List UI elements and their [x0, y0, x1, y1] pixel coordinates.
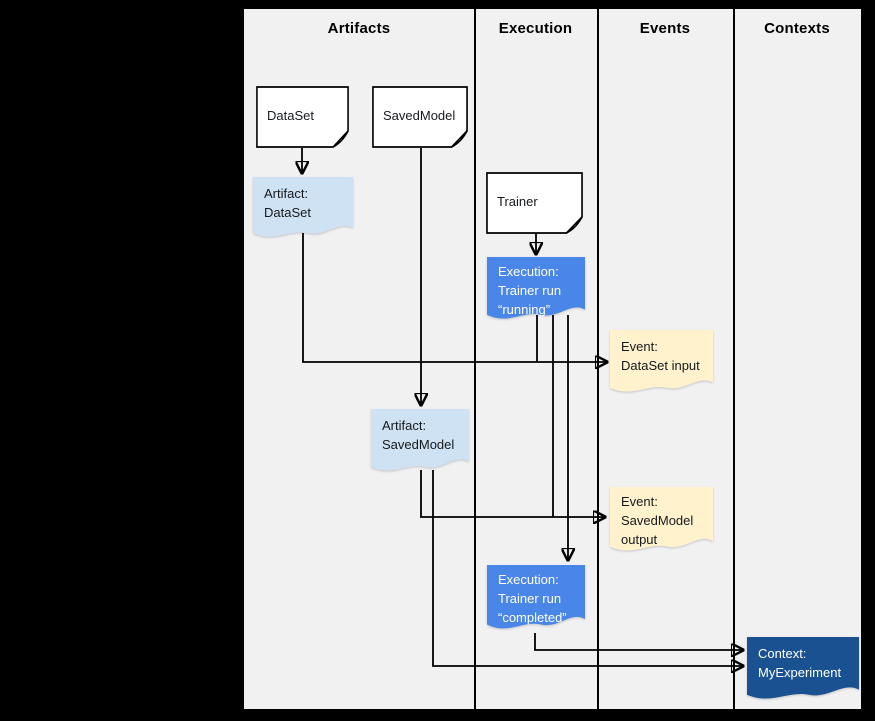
column-header-label: Contexts [764, 20, 830, 37]
document-shape [610, 487, 713, 551]
column-divider-events-contexts [733, 9, 735, 709]
document-shape [371, 409, 469, 471]
node-label: Trainer [497, 194, 538, 209]
node-label: “running” [498, 302, 551, 317]
node-artifact-dataset: Artifact: DataSet [253, 177, 353, 241]
node-context-myexperiment: Context: MyExperiment [747, 637, 859, 703]
document-shape [747, 637, 859, 699]
node-label: Event: [621, 339, 658, 354]
node-label: “completed” [498, 610, 567, 625]
column-header-artifacts: Artifacts [244, 20, 474, 37]
node-event-dataset-input: Event: DataSet input [610, 330, 713, 396]
node-label: Trainer run [498, 591, 562, 606]
node-execution-running: Execution: Trainer run “running” [487, 257, 585, 323]
column-header-contexts: Contexts [733, 20, 861, 37]
folded-corner [451, 130, 468, 148]
arrow-artifact-dataset-to-event-input [302, 233, 607, 362]
node-label: Trainer run [498, 283, 562, 298]
node-label: Artifact: [382, 418, 427, 433]
node-execution-completed: Execution: Trainer run “completed” [487, 565, 585, 633]
node-label: Context: [758, 646, 807, 661]
column-header-events: Events [597, 20, 733, 37]
node-dataset: DataSet [256, 86, 349, 148]
node-label: SavedModel [382, 437, 455, 452]
node-label: DataSet input [621, 358, 700, 373]
node-trainer: Trainer [486, 172, 583, 234]
document-shape [487, 565, 585, 629]
document-shape [253, 177, 353, 237]
node-label: SavedModel [383, 108, 456, 123]
node-event-savedmodel-output: Event: SavedModel output [610, 487, 713, 555]
column-divider-artifacts-execution [474, 9, 476, 709]
folded-corner [565, 216, 583, 234]
folded-corner [332, 130, 349, 148]
column-header-execution: Execution [474, 20, 597, 37]
diagram-panel: Artifacts Execution Events Contexts Data… [242, 7, 863, 711]
document-shape [487, 257, 585, 319]
column-header-label: Artifacts [327, 20, 391, 37]
column-header-label: Execution [498, 20, 573, 37]
node-label: DataSet [264, 205, 311, 220]
column-header-label: Events [639, 20, 691, 37]
arrow-artifact-savedmodel-to-context [432, 470, 743, 666]
node-savedmodel: SavedModel [372, 86, 468, 148]
node-label: DataSet [267, 108, 314, 123]
node-label: SavedModel [621, 513, 694, 528]
node-label: output [621, 532, 658, 547]
node-label: MyExperiment [758, 665, 842, 680]
connector-layer [244, 148, 861, 709]
node-label: Artifact: [264, 186, 309, 201]
node-label: Execution: [498, 572, 559, 587]
node-artifact-savedmodel: Artifact: SavedModel [371, 409, 469, 475]
node-label: Event: [621, 494, 658, 509]
node-label: Execution: [498, 264, 559, 279]
arrow-artifact-savedmodel-to-event-output [420, 470, 605, 517]
document-shape [610, 330, 713, 392]
arrow-completed-to-context [534, 633, 743, 650]
